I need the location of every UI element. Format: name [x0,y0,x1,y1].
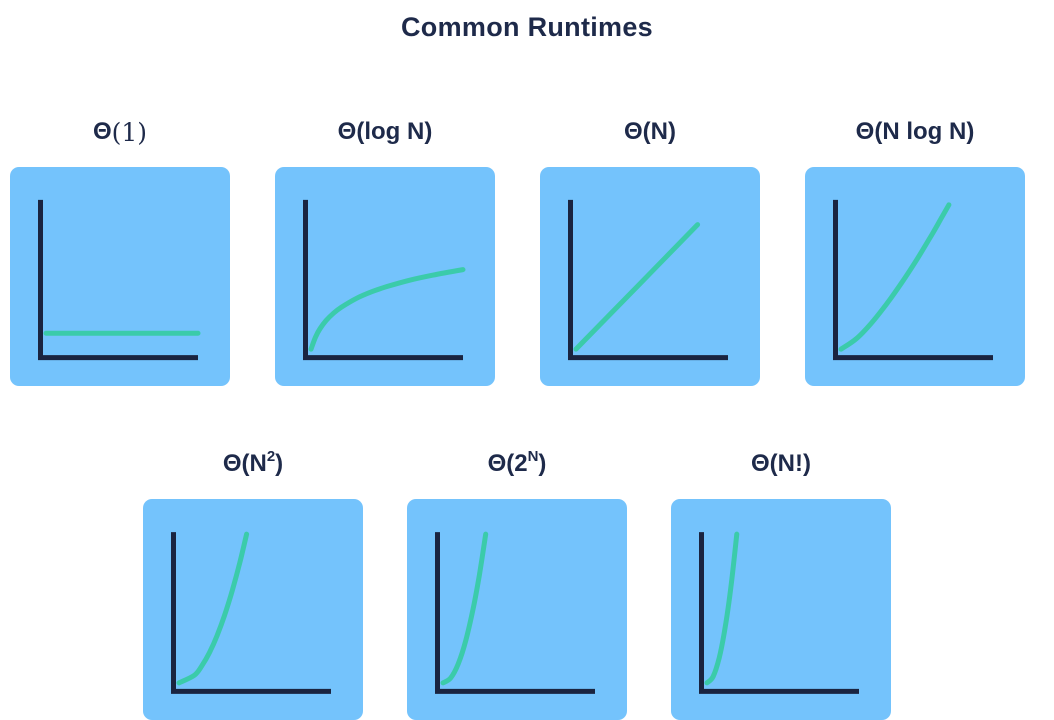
chart-panel-linear [540,167,760,386]
runtime-plot-svg [568,199,728,361]
chart-panel-logarithmic [275,167,495,386]
chart-label-segment: 2 [266,447,276,465]
runtime-chart-cell-factorial: Θ(N!) [671,444,891,720]
runtime-plot-svg [833,199,993,361]
runtime-chart-cell-constant: Θ(1) [10,112,230,386]
runtime-curve-linear [573,222,701,352]
chart-label-segment: Θ(2 [487,450,528,477]
chart-axes [699,532,859,694]
chart-axes [38,199,198,361]
chart-axes [171,532,331,694]
runtime-curve-logarithmic [308,267,466,352]
runtime-plot-svg [699,531,859,694]
runtime-curve-quadratic [176,531,250,686]
chart-label-constant: Θ(1) [10,112,230,152]
chart-label-segment: ) [538,450,547,477]
chart-label-segment: Θ(N [222,450,267,477]
chart-label-segment: Θ(N!) [751,450,811,477]
runtime-plot-svg [38,199,201,361]
chart-panel-exponential [407,499,627,720]
chart-label-segment: Θ(N) [624,118,676,145]
chart-label-logarithmic: Θ(log N) [275,112,495,152]
chart-label-segment: Θ [92,118,112,145]
runtime-plot-svg [303,199,466,361]
runtime-plot-svg [435,531,595,694]
page-title: Common Runtimes [400,12,653,42]
chart-label-segment: (1) [111,117,148,147]
runtime-plot-svg [171,531,331,694]
runtime-chart-cell-logarithmic: Θ(log N) [275,112,495,386]
chart-panel-quadratic [143,499,363,720]
chart-panel-factorial [671,499,891,720]
runtime-chart-cell-linearithmic: Θ(N log N) [805,112,1025,386]
chart-axes [833,199,993,361]
chart-label-linear: Θ(N) [540,112,760,152]
chart-label-factorial: Θ(N!) [671,444,891,484]
chart-label-segment: Θ(log N) [337,118,433,145]
runtime-curve-exponential [440,531,489,686]
chart-axes [568,199,728,361]
runtime-curve-factorial [704,531,740,686]
chart-panel-linearithmic [805,167,1025,386]
chart-label-segment: N [527,447,539,465]
chart-label-linearithmic: Θ(N log N) [805,112,1025,152]
runtime-row-top: Θ(1) Θ(log N) Θ(N) Θ(N log N) [10,112,1025,386]
runtime-curve-linearithmic [838,202,952,352]
chart-label-segment: Θ(N log N) [855,118,975,145]
chart-axes [303,199,463,361]
chart-label-segment: ) [275,450,284,477]
chart-panel-constant [10,167,230,386]
chart-axes [435,532,595,694]
runtime-chart-cell-linear: Θ(N) [540,112,760,386]
